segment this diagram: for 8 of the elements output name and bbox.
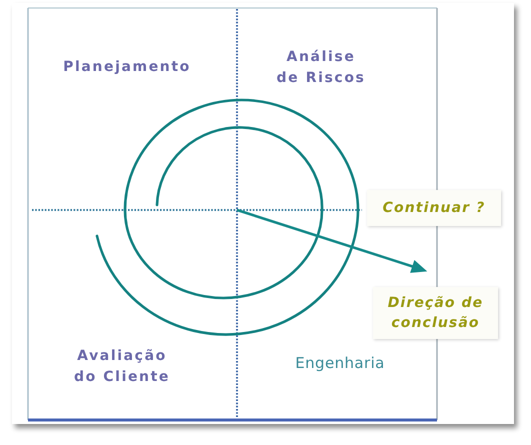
quadrant-label: Análise de Riscos: [276, 48, 366, 88]
quadrant-label: Planejamento: [63, 58, 191, 77]
callout-label: Direção de conclusão: [388, 294, 484, 333]
callout-label: Continuar ?: [382, 199, 486, 218]
quadrant-label: Avaliação do Cliente: [74, 347, 170, 387]
quadrant-label: Engenharia: [295, 353, 385, 374]
callout-box: [373, 287, 498, 339]
callout-box: [367, 190, 501, 226]
